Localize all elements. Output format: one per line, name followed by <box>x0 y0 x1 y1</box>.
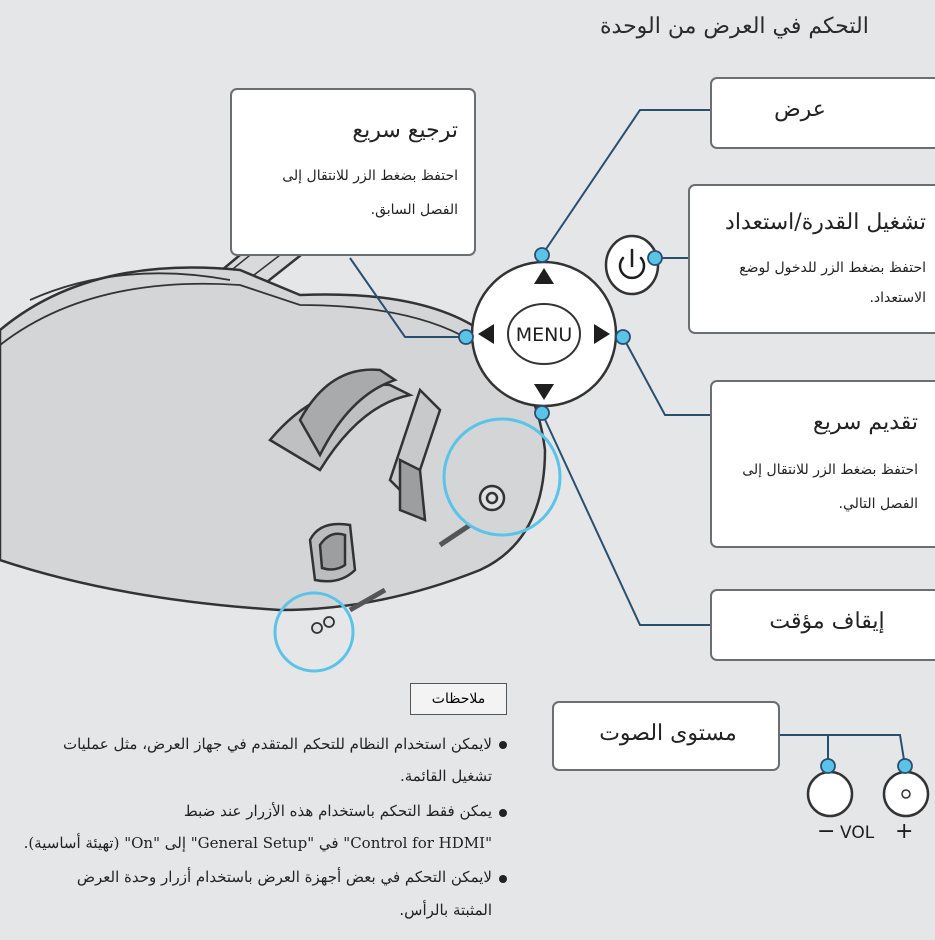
note-2-line2: "Control for HDMI" في "General Setup" إل… <box>23 834 492 852</box>
headset-body <box>0 266 547 634</box>
volume-highlight-ring <box>273 591 355 673</box>
display-callout: عرض <box>710 77 935 149</box>
note-bullet <box>499 875 507 883</box>
display-title: عرض <box>774 97 826 122</box>
pause-title: إيقاف مؤقت <box>769 609 885 634</box>
note-2-line1: يمكن فقط التحكم باستخدام هذه الأزرار عند… <box>183 802 492 820</box>
down-arrow-icon <box>534 384 554 400</box>
power-line2: الاستعداد. <box>869 290 926 306</box>
fast-rewind-title: ترجيع سريع <box>352 118 458 143</box>
note-bullet <box>499 741 507 749</box>
fast-rewind-line1: احتفظ بضغط الزر للانتقال إلى <box>282 168 458 184</box>
menu-label: MENU <box>516 324 573 346</box>
fast-forward-line1: احتفظ بضغط الزر للانتقال إلى <box>742 462 918 478</box>
power-icon <box>618 248 646 280</box>
power-title: تشغيل القدرة/استعداد <box>725 210 926 235</box>
direction-pad <box>458 247 631 421</box>
note-1-line2: تشغيل القائمة. <box>400 767 492 785</box>
vol-label: VOL <box>840 823 875 843</box>
note-1-line1: لايمكن استخدام النظام للتحكم المتقدم في … <box>62 735 492 753</box>
fast-rewind-callout: ترجيع سريع احتفظ بضغط الزر للانتقال إلى … <box>230 88 476 256</box>
vol-minus-label: − <box>817 819 835 844</box>
left-arrow-icon <box>478 324 494 344</box>
right-arrow-icon <box>594 324 610 344</box>
note-3-line1: لايمكن التحكم في بعض أجهزة العرض باستخدا… <box>76 868 492 886</box>
connector-lines <box>349 109 906 767</box>
control-highlight-ring <box>442 417 562 537</box>
fast-forward-title: تقديم سريع <box>813 410 918 435</box>
note-3-line2: المثبتة بالرأس. <box>399 901 492 919</box>
volume-title: مستوى الصوت <box>599 721 737 746</box>
notes-label: ملاحظات <box>410 683 507 715</box>
pause-callout: إيقاف مؤقت <box>710 589 935 661</box>
up-arrow-icon <box>534 268 554 284</box>
page-title: التحكم في العرض من الوحدة <box>600 14 869 39</box>
note-bullet <box>499 809 507 817</box>
vol-plus-label: + <box>895 819 913 844</box>
power-button <box>604 234 663 296</box>
fast-forward-callout: تقديم سريع احتفظ بضغط الزر للانتقال إلى … <box>710 380 935 548</box>
volume-callout: مستوى الصوت <box>552 701 780 771</box>
fast-rewind-line2: الفصل السابق. <box>370 202 458 218</box>
volume-buttons <box>806 758 930 818</box>
power-line1: احتفظ بضغط الزر للدخول لوضع <box>739 260 926 276</box>
power-callout: تشغيل القدرة/استعداد احتفظ بضغط الزر للد… <box>688 184 935 334</box>
fast-forward-line2: الفصل التالي. <box>838 496 918 512</box>
